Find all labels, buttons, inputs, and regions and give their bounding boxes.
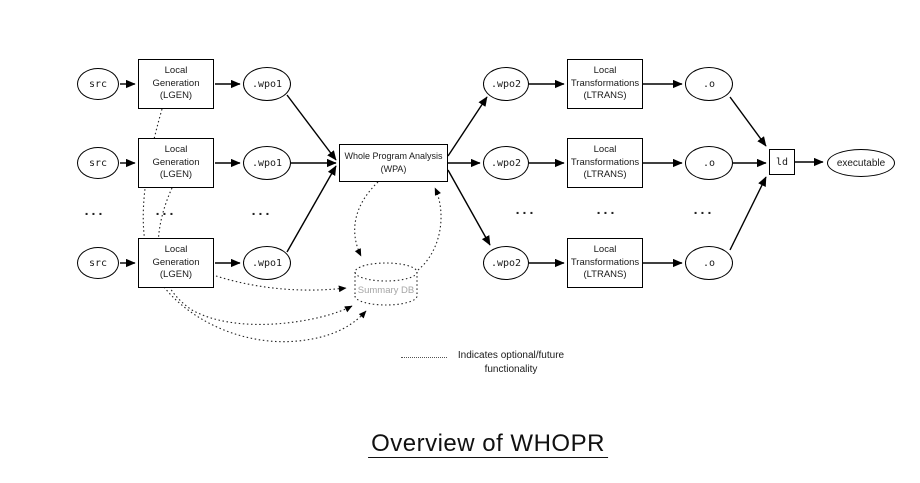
ltrans-label-line1: Local xyxy=(593,244,617,256)
arrow-wpa-to-wpo2-1 xyxy=(447,96,488,157)
ltrans-box-3: Local Transformations (LTRANS) xyxy=(567,238,643,288)
arrow-wpo1-to-wpa-3 xyxy=(286,165,337,253)
wpo2-node-2: .wpo2 xyxy=(483,146,529,180)
cylinder-bottom xyxy=(354,295,418,306)
executable-node: executable xyxy=(827,149,895,177)
wpa-box: Whole Program Analysis (WPA) xyxy=(339,144,448,182)
arrow-wpo1-to-wpa-1 xyxy=(286,94,337,161)
wpo2-node-1: .wpo2 xyxy=(483,67,529,101)
ellipsis-wpo1-column: ... xyxy=(251,202,273,218)
summary-db-cylinder xyxy=(354,262,418,306)
ltrans-label-line3: (LTRANS) xyxy=(583,90,627,102)
dotted-summarydb-to-wpa xyxy=(417,187,442,271)
solid-connectors xyxy=(120,79,824,268)
wpo2-node-3: .wpo2 xyxy=(483,246,529,280)
object-node-3: .o xyxy=(685,246,733,280)
arrow-wpa-to-wpo2-3 xyxy=(447,169,491,246)
ellipsis-src-column: ... xyxy=(84,202,106,218)
ltrans-label-line1: Local xyxy=(593,65,617,77)
lgen-label-line3: (LGEN) xyxy=(159,169,193,181)
lgen-label-line1: Local xyxy=(164,144,188,156)
legend-text: Indicates optional/future functionality xyxy=(454,349,568,376)
src-node-2: src xyxy=(77,147,119,179)
src-node-3: src xyxy=(77,247,119,279)
object-node-2: .o xyxy=(685,146,733,180)
legend-text-line2: functionality xyxy=(484,363,538,375)
lgen-label-line1: Local xyxy=(164,65,188,77)
dotted-line-sample xyxy=(401,357,447,358)
lgen-box-1: Local Generation (LGEN) xyxy=(138,59,214,109)
lgen-label-line2: Generation xyxy=(152,77,200,89)
ltrans-label-line2: Transformations xyxy=(570,156,640,168)
dotted-lgen1-to-summarydb xyxy=(142,108,367,343)
lgen-box-2: Local Generation (LGEN) xyxy=(138,138,214,188)
object-node-1: .o xyxy=(685,67,733,101)
arrow-o-to-ld-1 xyxy=(729,96,767,147)
wpo1-node-2: .wpo1 xyxy=(243,146,291,180)
src-node-1: src xyxy=(77,68,119,100)
lgen-label-line3: (LGEN) xyxy=(159,269,193,281)
lgen-label-line2: Generation xyxy=(152,156,200,168)
optional-connectors xyxy=(142,108,442,343)
ellipsis-lgen-column: ... xyxy=(155,202,177,218)
lgen-label-line3: (LGEN) xyxy=(159,90,193,102)
ltrans-label-line1: Local xyxy=(593,144,617,156)
summary-db-label: Summary DB xyxy=(357,285,415,296)
diagram-title: Overview of WHOPR xyxy=(368,431,608,459)
wpa-label-line2: (WPA) xyxy=(380,164,407,174)
ltrans-label-line2: Transformations xyxy=(570,77,640,89)
ltrans-label-line3: (LTRANS) xyxy=(583,169,627,181)
wpo1-node-1: .wpo1 xyxy=(243,67,291,101)
ellipsis-object-column: ... xyxy=(693,201,715,217)
ltrans-label-line3: (LTRANS) xyxy=(583,269,627,281)
legend: Indicates optional/future functionality xyxy=(401,349,568,376)
dotted-lgen2-to-summarydb xyxy=(157,187,353,325)
cylinder-top xyxy=(354,262,418,282)
wpo1-node-3: .wpo1 xyxy=(243,246,291,280)
lgen-box-3: Local Generation (LGEN) xyxy=(138,238,214,288)
wpa-label-line1: Whole Program Analysis xyxy=(344,151,443,161)
dotted-wpa-to-summarydb xyxy=(354,181,379,257)
dotted-lgen3-to-summarydb xyxy=(215,275,347,293)
arrow-o-to-ld-3 xyxy=(729,176,767,251)
ellipsis-ltrans-column: ... xyxy=(596,201,618,217)
lgen-label-line2: Generation xyxy=(152,256,200,268)
lgen-label-line1: Local xyxy=(164,244,188,256)
ltrans-label-line2: Transformations xyxy=(570,256,640,268)
ellipsis-wpo2-column: ... xyxy=(515,201,537,217)
legend-text-line1: Indicates optional/future xyxy=(457,350,565,361)
ltrans-box-2: Local Transformations (LTRANS) xyxy=(567,138,643,188)
ld-box: ld xyxy=(769,149,795,175)
ltrans-box-1: Local Transformations (LTRANS) xyxy=(567,59,643,109)
